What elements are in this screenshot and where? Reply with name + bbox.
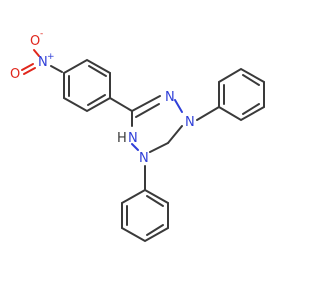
phenyl-bottom-outline [121,188,169,243]
nitro-nitrogen-label: N [38,55,48,70]
bond-n1-phenyl [196,106,220,121]
phenyl-bottom-double-1 [146,195,164,207]
bond-aryl-to-tetrazine [109,97,133,112]
molecule-structure: N + O - O N N N H N [10,29,265,243]
nitrophenyl-double-2 [87,94,106,106]
ring-nitrogen-1-label: N [185,115,195,130]
nitro-group: N + O - O [10,29,63,82]
nitrophenyl-double-1 [88,65,107,77]
bond-nitro-to-ring [50,65,63,73]
nitro-oxygen-double-label: O [10,67,20,82]
phenyl-right-double-3 [242,103,260,115]
nitro-oxygen-charge: - [40,29,43,39]
bond-c3-n4 [131,95,161,112]
bond-n-o-single [33,49,40,57]
bond-c6-n2 [149,142,169,153]
phenyl-ring-right [218,67,265,122]
phenyl-ring-bottom [121,188,169,243]
tetrazine-ring: N N N H N [117,90,195,166]
bond-c3-n4-double [135,103,160,118]
ring-nitrogen-2-label: N [139,151,149,166]
molecule-canvas: N + O - O N N N H N [10,29,265,243]
bond-n1-c6 [167,125,183,144]
bond-n-o-double-b [21,63,34,71]
phenyl-right-double-2 [242,74,260,86]
ring-nh-nitrogen-label: N [128,131,138,146]
bond-n-o-double-a [23,67,36,75]
nitrophenyl-ring [63,58,111,113]
nitro-oxygen-minus-label: O [30,34,40,49]
phenyl-bottom-double-2 [146,224,164,236]
ring-nh-hydrogen-label: H [117,131,127,146]
bond-n2-nh [131,143,139,151]
bond-n4-n1 [174,99,183,113]
ring-nitrogen-4-label: N [165,90,175,105]
nitro-nitrogen-charge: + [47,52,55,62]
nitrophenyl-ring-outline [63,58,111,113]
phenyl-right-outline [218,67,265,122]
